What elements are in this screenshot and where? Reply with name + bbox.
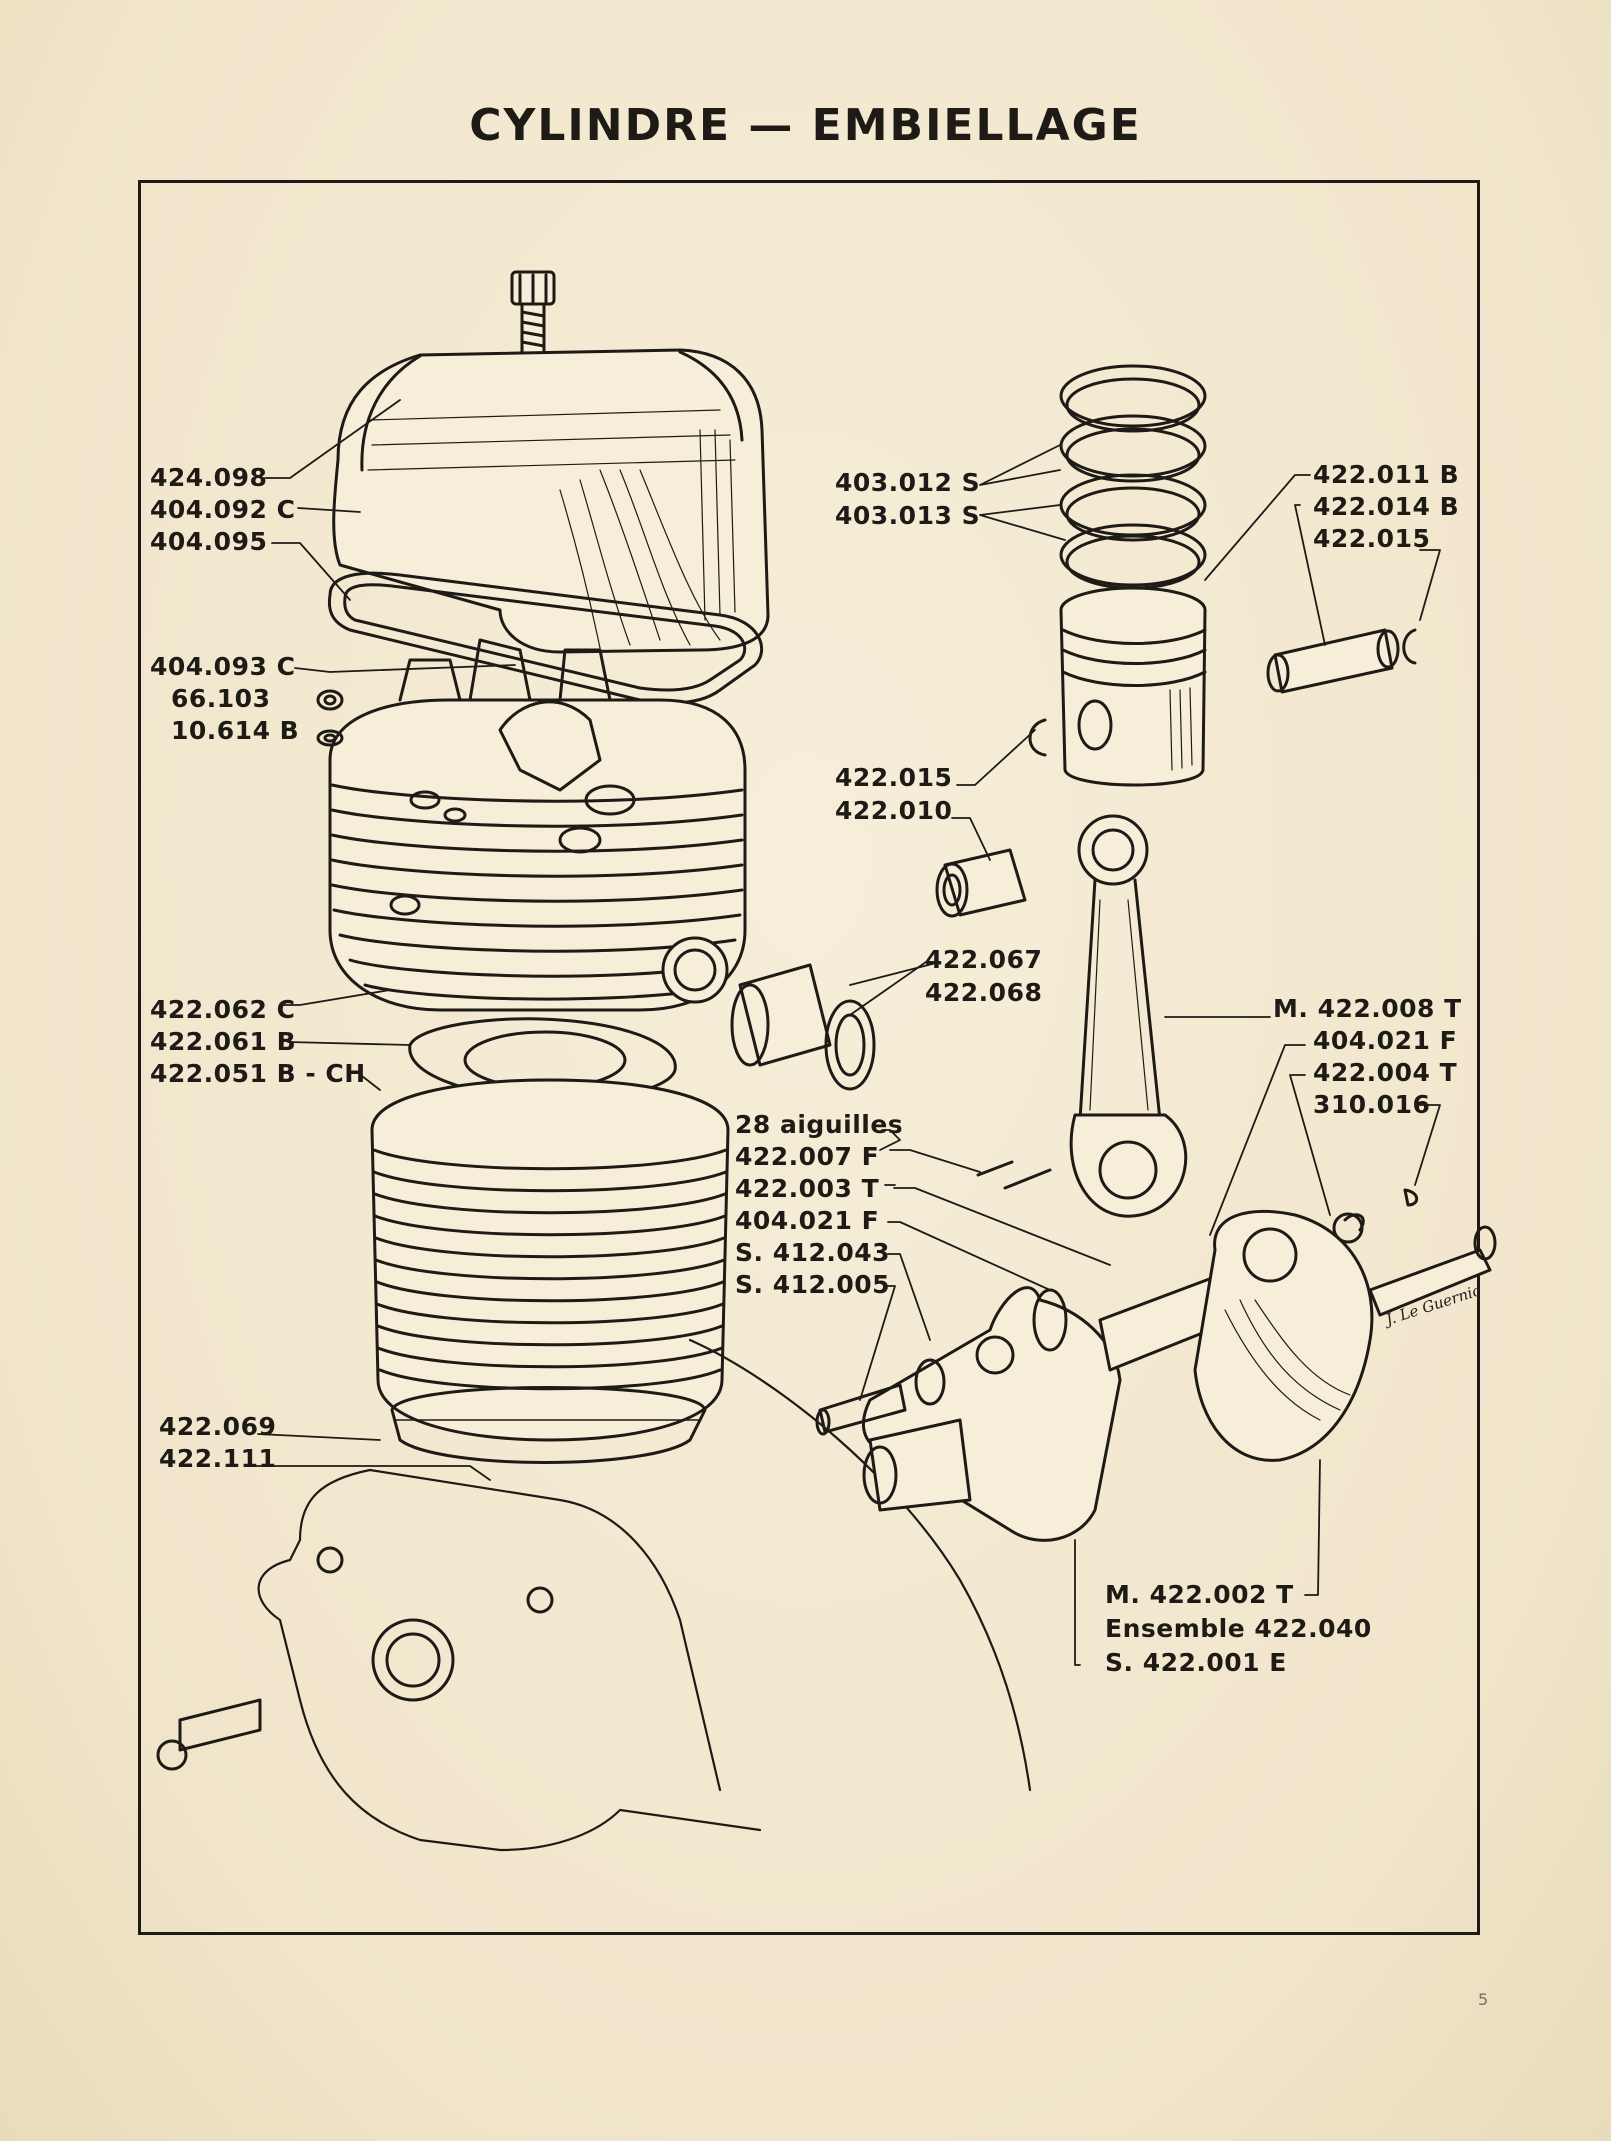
label-ensemble-422-040: Ensemble 422.040 [1105, 1614, 1372, 1643]
piston-illustration [1059, 586, 1207, 787]
label-422-007-f: 422.007 F [735, 1142, 880, 1171]
label-422-051-b-ch: 422.051 B - CH [150, 1059, 366, 1088]
label-422-062-c: 422.062 C [150, 995, 296, 1024]
needles-illustration [976, 1160, 1052, 1190]
page-title: CYLINDRE — EMBIELLAGE [469, 100, 1142, 151]
page-number: 5 [1478, 1990, 1489, 2009]
label-422-015: 422.015 [835, 763, 953, 792]
label-m-422-008-t: M. 422.008 T [1273, 994, 1462, 1023]
label-m-422-002-t: M. 422.002 T [1105, 1580, 1294, 1609]
label-66-103: 66.103 [171, 684, 271, 713]
label-422-068: 422.068 [925, 978, 1043, 1007]
label-10-614-b: 10.614 B [171, 716, 300, 745]
label-422-010: 422.010 [835, 796, 953, 825]
gudgeon-pin-illustration [1028, 628, 1417, 757]
label-422-061-b: 422.061 B [150, 1027, 297, 1056]
diagram-frame [138, 180, 1480, 1935]
label-404-095: 404.095 [150, 527, 268, 556]
label-s-412-043: S. 412.043 [735, 1238, 891, 1267]
rocker-cover-illustration [332, 270, 770, 654]
label-404-093-c: 404.093 C [150, 652, 296, 681]
rocker-gasket-illustration [327, 571, 764, 705]
label-s-422-001-e: S. 422.001 E [1105, 1648, 1287, 1677]
label-422-003-t: 422.003 T [735, 1174, 880, 1203]
label-28-aiguilles: 28 aiguilles [735, 1110, 904, 1139]
label-404-021-f-right: 404.021 F [1313, 1026, 1458, 1055]
label-424-098: 424.098 [150, 463, 268, 492]
cylinder-head-illustration [328, 638, 747, 1012]
label-422-069: 422.069 [159, 1412, 277, 1441]
label-403-012-s: 403.012 S [835, 468, 981, 497]
crankcase-illustration [156, 1338, 1032, 1852]
piston-rings-illustration [1059, 364, 1207, 590]
label-422-015-top: 422.015 [1313, 524, 1431, 553]
label-404-021-f: 404.021 F [735, 1206, 880, 1235]
label-422-014-b: 422.014 B [1313, 492, 1460, 521]
connecting-rod-illustration [1069, 814, 1188, 1218]
big-end-cage-illustration [730, 963, 876, 1091]
label-310-016: 310.016 [1313, 1090, 1431, 1119]
nut-washer-illustration [316, 689, 344, 747]
label-403-013-s: 403.013 S [835, 501, 981, 530]
label-404-092-c: 404.092 C [150, 495, 296, 524]
cylinder-barrel-illustration [370, 1078, 730, 1464]
label-422-004-t: 422.004 T [1313, 1058, 1458, 1087]
crankshaft-illustration [815, 1188, 1497, 1542]
label-s-412-005: S. 412.005 [735, 1270, 891, 1299]
label-422-067: 422.067 [925, 945, 1043, 974]
leader-lines [254, 399, 1441, 1666]
small-end-bush-illustration [935, 848, 1027, 918]
label-422-011-b: 422.011 B [1313, 460, 1460, 489]
label-422-111: 422.111 [159, 1444, 277, 1473]
